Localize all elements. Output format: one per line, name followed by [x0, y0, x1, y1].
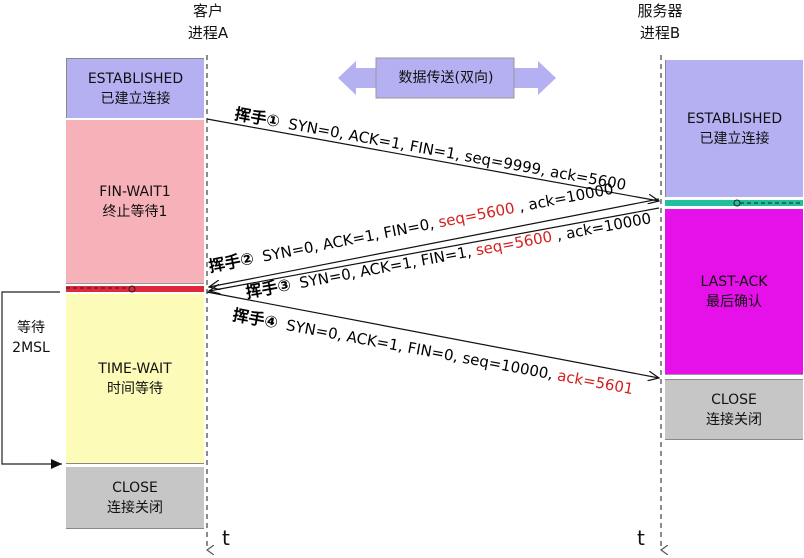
state-zh: 时间等待 [107, 380, 163, 397]
wait-2msl-line2: 2MSL [12, 340, 50, 356]
server-bar-marker [733, 199, 741, 207]
server-process-label: 服务器 进程B [620, 0, 700, 44]
client-state-established: ESTABLISHED 已建立连接 [66, 58, 204, 118]
state-en: TIME-WAIT [98, 360, 172, 377]
client-state-close: CLOSE 连接关闭 [66, 467, 204, 529]
server-state-last-ack: LAST-ACK 最后确认 [665, 209, 803, 375]
handshake-1-arrow [206, 118, 659, 201]
state-en: ESTABLISHED [87, 70, 184, 87]
state-zh: 连接关闭 [107, 499, 163, 516]
server-name-line1: 服务器 [637, 2, 683, 20]
client-state-fin-wait1: FIN-WAIT1 终止等待1 [66, 120, 204, 284]
client-bar-marker [128, 285, 136, 293]
client-process-label: 客户 进程A [168, 0, 248, 44]
wait-2msl-line1: 等待 [17, 320, 45, 336]
handshake-4-arrow [206, 291, 659, 378]
client-state-time-wait: TIME-WAIT 时间等待 [66, 294, 204, 464]
handshake-4-label: 挥手④ SYN=0, ACK=1, FIN=0, seq=10000, ack=… [231, 305, 635, 398]
client-time-label: t [222, 526, 230, 550]
wait-2msl-bracket [1, 291, 62, 469]
state-en: LAST-ACK [700, 273, 768, 290]
handshake-4-part: SYN=0, ACK=1, FIN=0, seq=10000, [285, 316, 559, 384]
server-name-line2: 进程B [639, 24, 681, 42]
handshake-2-part-highlight: seq=5600 [437, 199, 516, 231]
handshake-3-part: , ack=10000 [555, 209, 653, 244]
handshake-4-text: 挥手④ SYN=0, ACK=1, FIN=0, seq=10000, ack=… [231, 305, 635, 398]
data-transfer-label: 数据传送(双向) [398, 70, 494, 86]
server-state-close: CLOSE 连接关闭 [665, 379, 803, 440]
server-time-label: t [637, 526, 645, 550]
client-name-line1: 客户 [192, 2, 223, 20]
handshake-1-title: 挥手① [233, 104, 281, 131]
handshake-2-arrow [209, 198, 660, 287]
state-en: ESTABLISHED [686, 110, 783, 127]
wait-2msl-label: 等待 2MSL [6, 318, 56, 358]
state-en: CLOSE [112, 479, 158, 496]
state-zh: 最后确认 [706, 293, 762, 310]
server-state-established: ESTABLISHED 已建立连接 [665, 60, 803, 197]
data-transfer-box [375, 57, 515, 99]
handshake-3-arrow [209, 207, 660, 291]
state-zh: 终止等待1 [102, 203, 168, 220]
handshake-1-label: 挥手① SYN=0, ACK=1, FIN=1, seq=9999, ack=5… [233, 104, 627, 194]
client-name-line2: 进程A [187, 24, 229, 42]
state-en: FIN-WAIT1 [99, 183, 171, 200]
state-zh: 连接关闭 [706, 411, 762, 428]
data-transfer-arrow [338, 57, 556, 99]
state-zh: 已建立连接 [699, 130, 770, 147]
handshake-1-part: SYN=0, ACK=1, FIN=1, seq=9999, ack=5600 [287, 115, 628, 194]
state-zh: 已建立连接 [100, 90, 171, 107]
state-en: CLOSE [711, 391, 757, 408]
handshake-2-title: 挥手② [207, 249, 255, 276]
handshake-1-text: 挥手① SYN=0, ACK=1, FIN=1, seq=9999, ack=5… [233, 104, 627, 194]
handshake-4-title: 挥手④ [231, 305, 279, 332]
